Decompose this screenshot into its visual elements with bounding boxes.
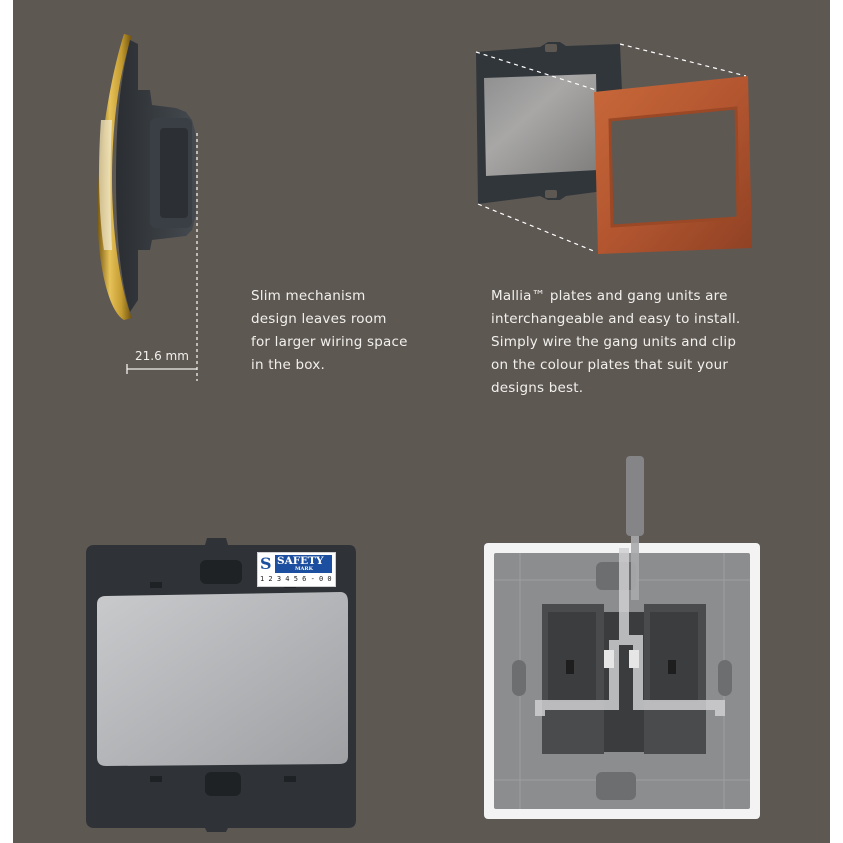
mallia-caption-line: on the colour plates that suit your xyxy=(491,357,729,373)
dark-background-panel xyxy=(13,0,830,843)
safety-mark-title: SAFETY xyxy=(277,555,324,567)
mallia-caption-line: interchangeable and easy to install. xyxy=(491,311,741,327)
slim-caption-line: for larger wiring space xyxy=(251,334,408,350)
depth-dimension-label: 21.6 mm xyxy=(135,349,189,363)
mallia-caption-line: designs best. xyxy=(491,380,584,396)
safety-mark-subtitle: MARK xyxy=(295,566,313,572)
safety-mark-serial: 1 2 3 4 5 6 - 0 0 xyxy=(260,575,332,583)
mallia-caption-line: Mallia™ plates and gang units are xyxy=(491,288,728,304)
safety-mark-logo-icon: S xyxy=(260,554,272,573)
safety-mark-title-box: SAFETY MARK xyxy=(275,555,332,573)
slim-caption-line: design leaves room xyxy=(251,311,387,327)
slim-caption-line: Slim mechanism xyxy=(251,288,366,304)
safety-mark-label: S SAFETY MARK 1 2 3 4 5 6 - 0 0 xyxy=(257,552,336,587)
mallia-caption-line: Simply wire the gang units and clip xyxy=(491,334,737,350)
mallia-plates-caption: Mallia™ plates and gang units are interc… xyxy=(491,285,740,400)
slim-mechanism-caption: Slim mechanism design leaves room for la… xyxy=(251,285,408,377)
slim-caption-line: in the box. xyxy=(251,357,325,373)
